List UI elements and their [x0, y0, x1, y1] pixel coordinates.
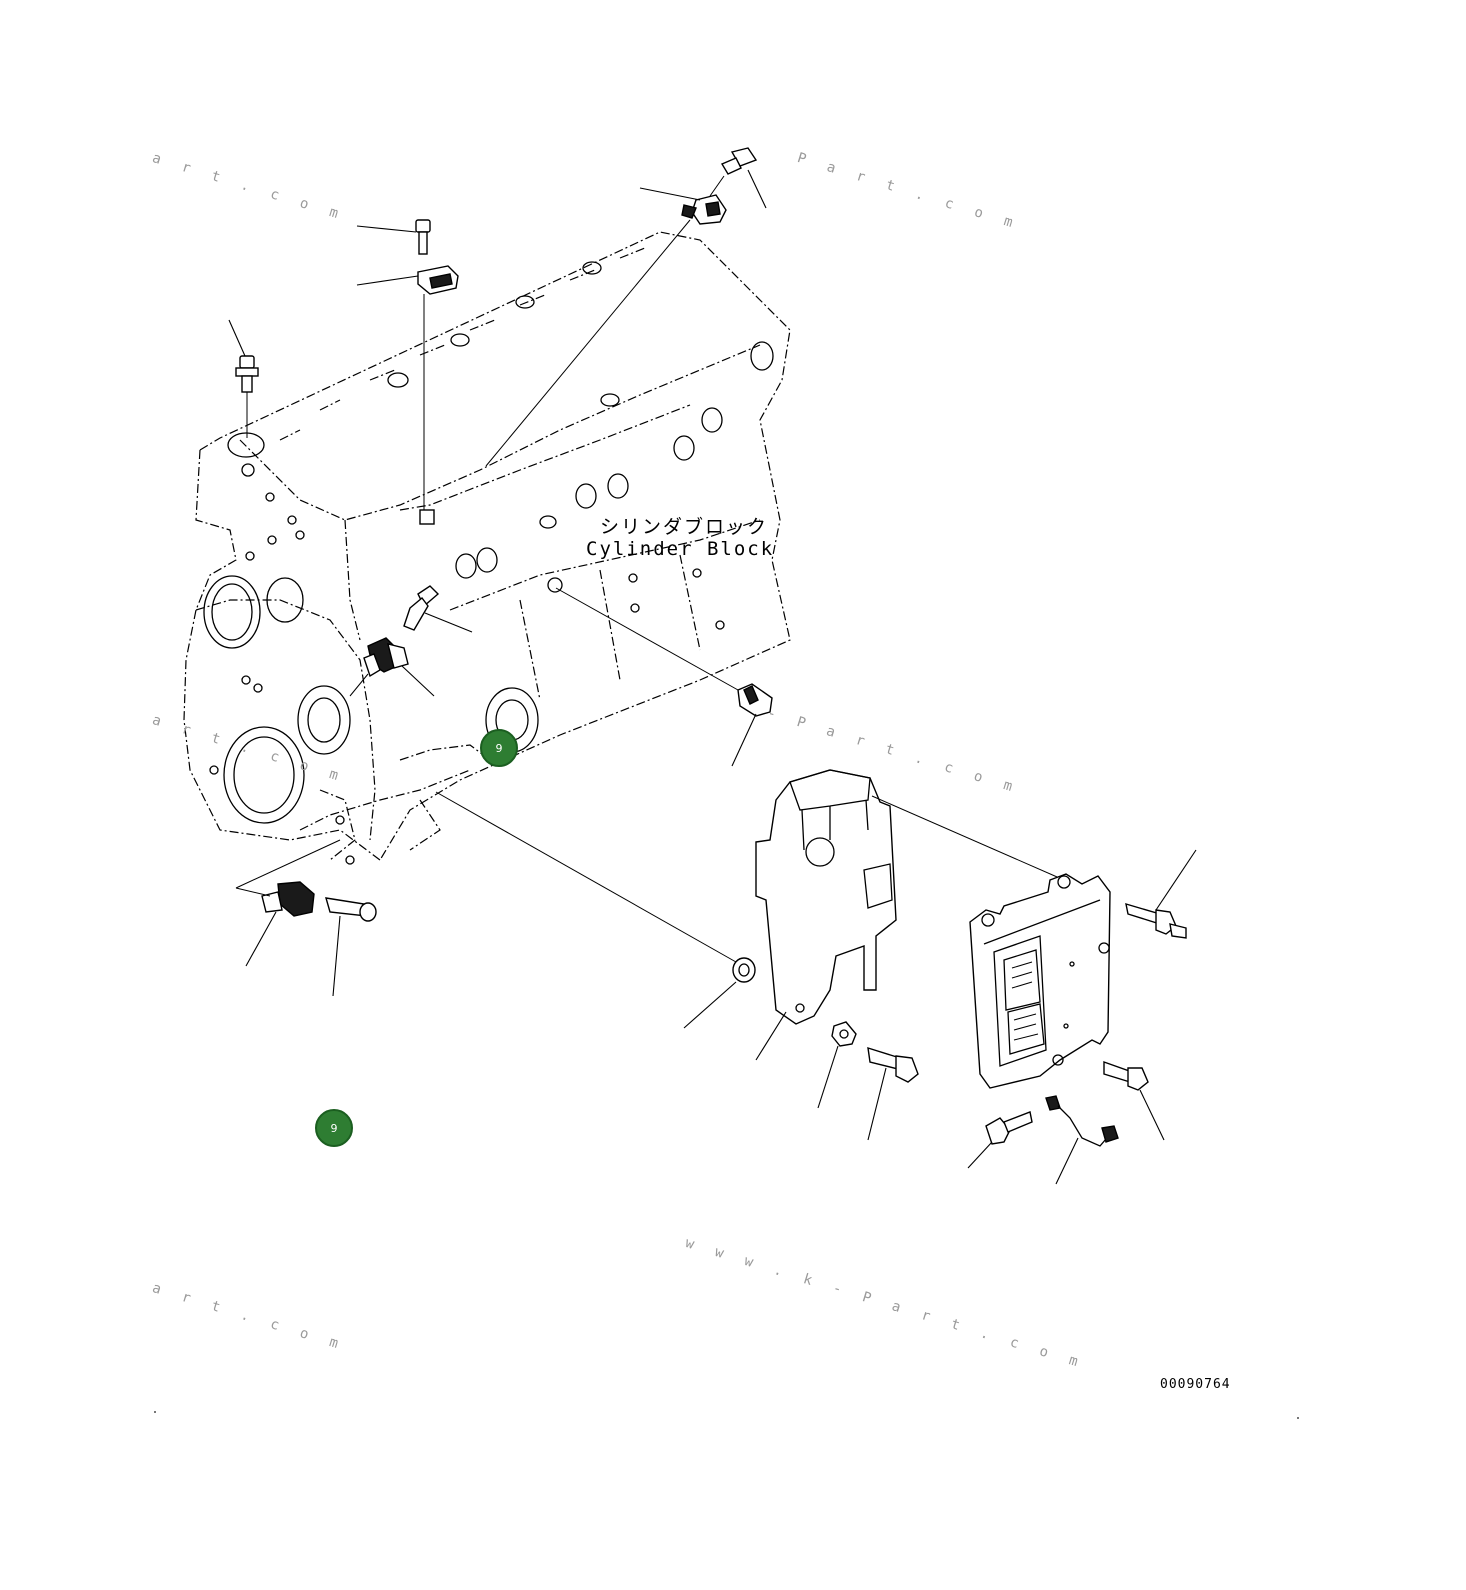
bracket-bolt	[867, 1047, 919, 1141]
speed-sensor	[235, 839, 341, 967]
speed-sensor-bolt	[325, 897, 377, 997]
oil-pressure-sensor	[555, 587, 773, 767]
boost-sensor	[356, 265, 459, 525]
crank-sensor	[349, 637, 435, 697]
ecm-bolt-upper	[1125, 849, 1197, 939]
ecm-bracket	[755, 769, 1065, 1061]
water-temp-sensor	[228, 319, 259, 438]
ecm-bolt-lower-right	[1103, 1061, 1165, 1141]
ground-wire	[1045, 1095, 1119, 1185]
grommet	[435, 791, 756, 1029]
ecm-controller	[969, 873, 1111, 1089]
front-bolt	[403, 585, 473, 633]
callout-badge[interactable]: 9	[315, 1109, 353, 1147]
cylinder-block-label-jp: シリンダブロック	[600, 516, 769, 538]
cylinder-block	[183, 231, 791, 865]
drawing-number: 00090764	[1160, 1377, 1231, 1392]
ecm-bolt-lower-left	[967, 1111, 1033, 1169]
corner-mark	[154, 1411, 156, 1413]
top-right-bolt	[709, 147, 767, 209]
cam-sensor-top	[485, 187, 727, 467]
corner-mark	[1297, 1417, 1299, 1419]
bracket-nut	[817, 1021, 857, 1109]
cylinder-block-label-en: Cylinder Block	[586, 538, 775, 560]
callout-badge[interactable]: 9	[480, 729, 518, 767]
top-bolt	[356, 219, 431, 255]
